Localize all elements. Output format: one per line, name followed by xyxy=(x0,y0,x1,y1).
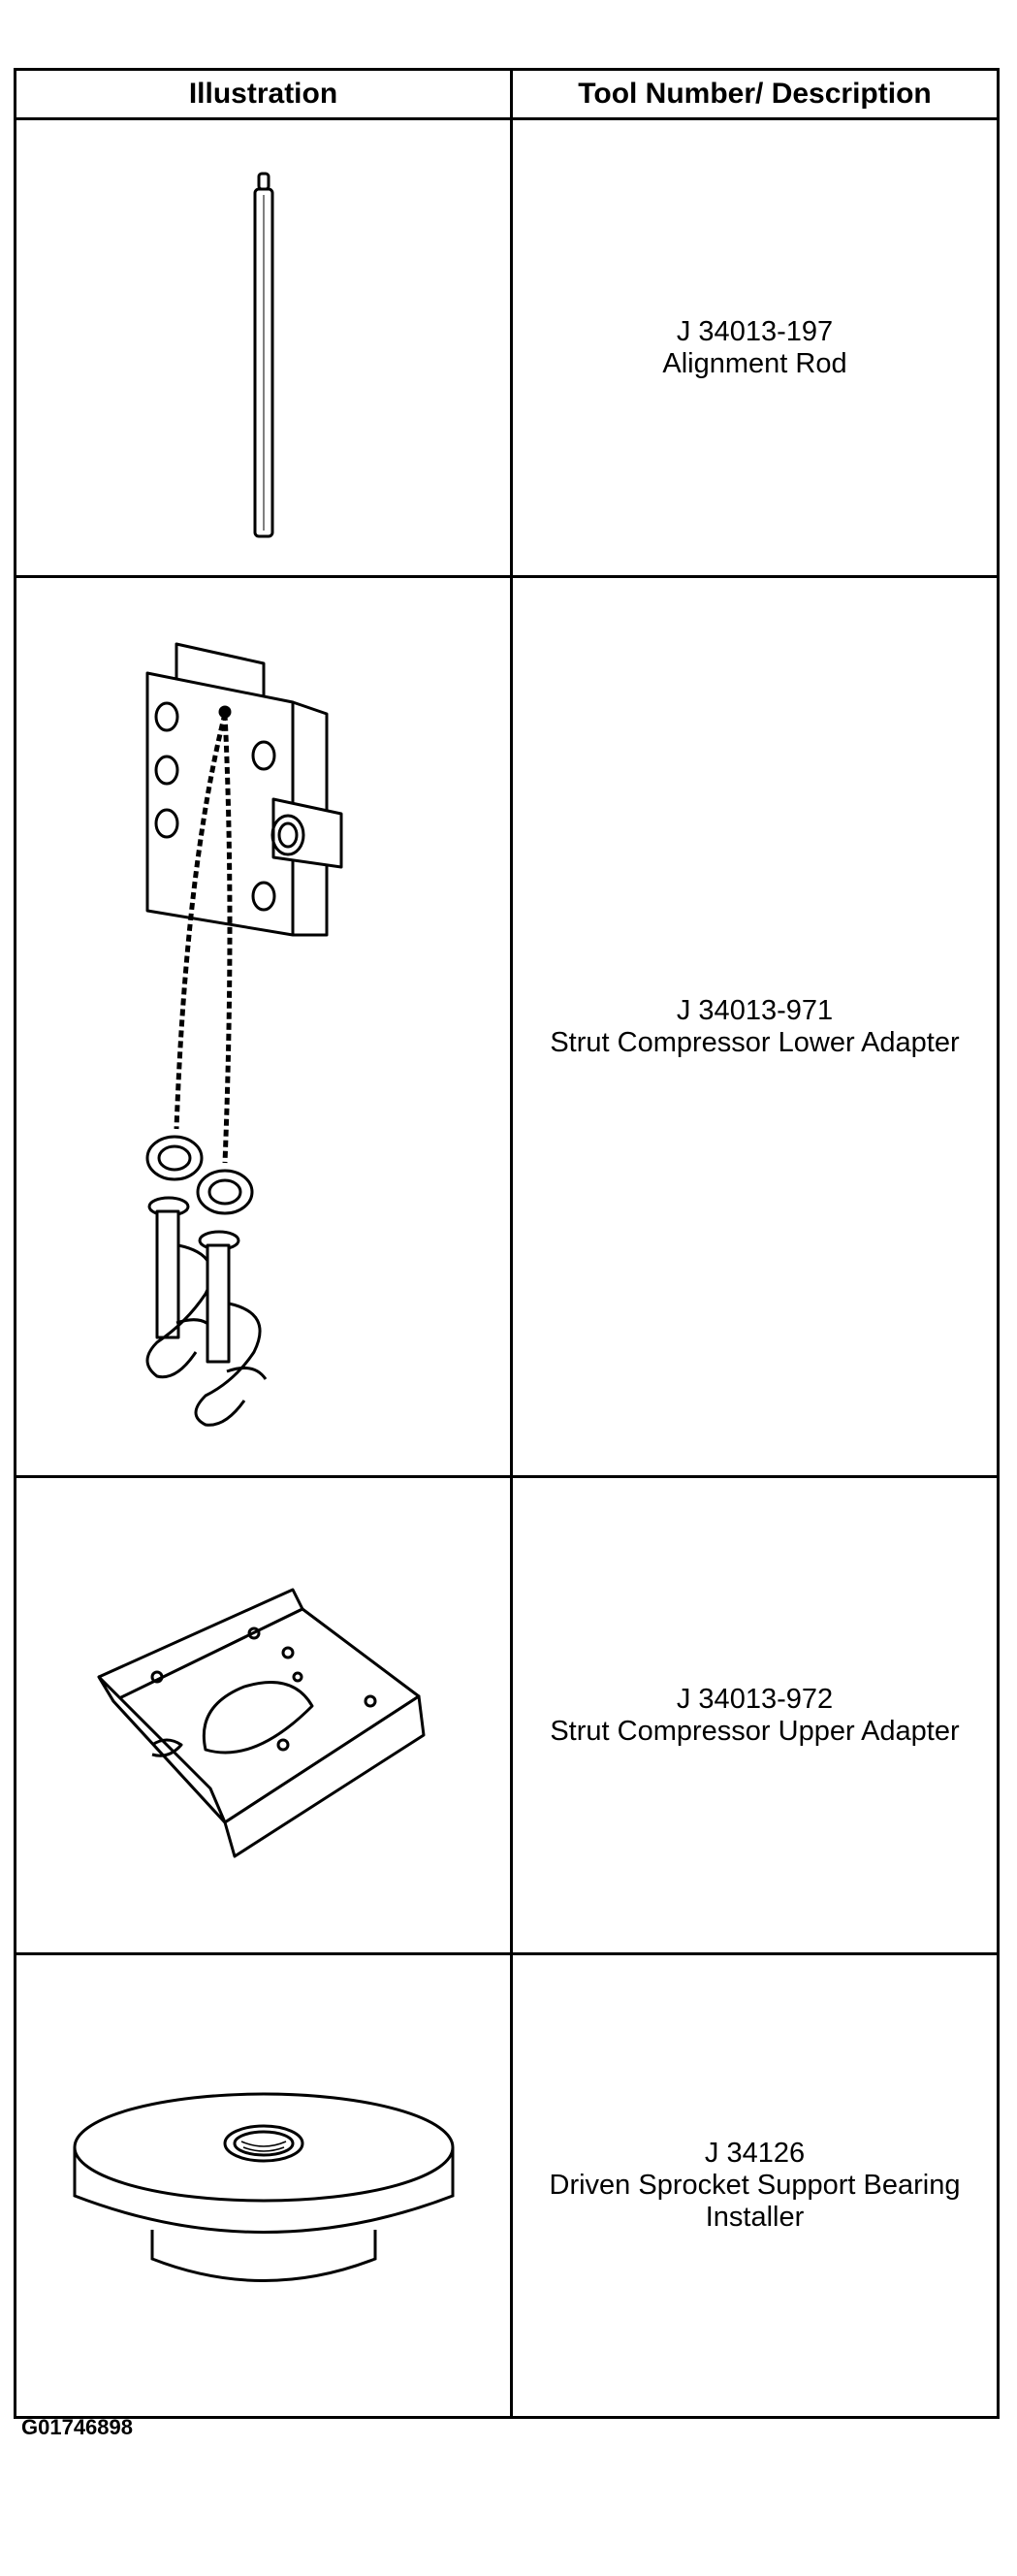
lower-adapter-icon xyxy=(145,642,342,1427)
illustration-cell xyxy=(14,1952,513,2419)
upper-adapter-icon xyxy=(97,1588,425,1857)
tool-description: Strut Compressor Lower Adapter xyxy=(550,1026,960,1058)
tool-description-cell: J 34013-971 Strut Compressor Lower Adapt… xyxy=(510,575,1000,1478)
illustration-cell xyxy=(14,1475,513,1955)
special-tools-table: Illustration Tool Number/ Description J … xyxy=(14,68,1000,2419)
tool-description: Alignment Rod xyxy=(662,347,847,379)
tool-description-cell: J 34013-972 Strut Compressor Upper Adapt… xyxy=(510,1475,1000,1955)
tool-description-cell: J 34013-197 Alignment Rod xyxy=(510,117,1000,578)
tool-number: J 34013-971 xyxy=(676,994,834,1026)
tool-number: J 34013-197 xyxy=(676,315,834,347)
illustration-cell xyxy=(14,117,513,578)
header-row: Illustration Tool Number/ Description xyxy=(14,68,1000,120)
figure-code: G01746898 xyxy=(21,2415,133,2439)
tool-number: J 34126 xyxy=(704,2138,806,2169)
table-row: J 34013-971 Strut Compressor Lower Adapt… xyxy=(14,575,1000,1478)
header-tool-number-description: Tool Number/ Description xyxy=(510,68,1000,120)
tool-number: J 34013-972 xyxy=(676,1683,834,1715)
table-row: J 34126 Driven Sprocket Support Bearing … xyxy=(14,1952,1000,2419)
tool-description: Strut Compressor Upper Adapter xyxy=(550,1715,960,1747)
header-illustration: Illustration xyxy=(14,68,513,120)
tool-description: Driven Sprocket Support Bearing Installe… xyxy=(549,2170,961,2233)
table-row: J 34013-197 Alignment Rod xyxy=(14,117,1000,578)
tool-description-cell: J 34126 Driven Sprocket Support Bearing … xyxy=(510,1952,1000,2419)
table-row: J 34013-972 Strut Compressor Upper Adapt… xyxy=(14,1475,1000,1955)
alignment-rod-icon xyxy=(253,172,273,537)
bearing-installer-icon xyxy=(73,2092,454,2282)
illustration-cell xyxy=(14,575,513,1478)
